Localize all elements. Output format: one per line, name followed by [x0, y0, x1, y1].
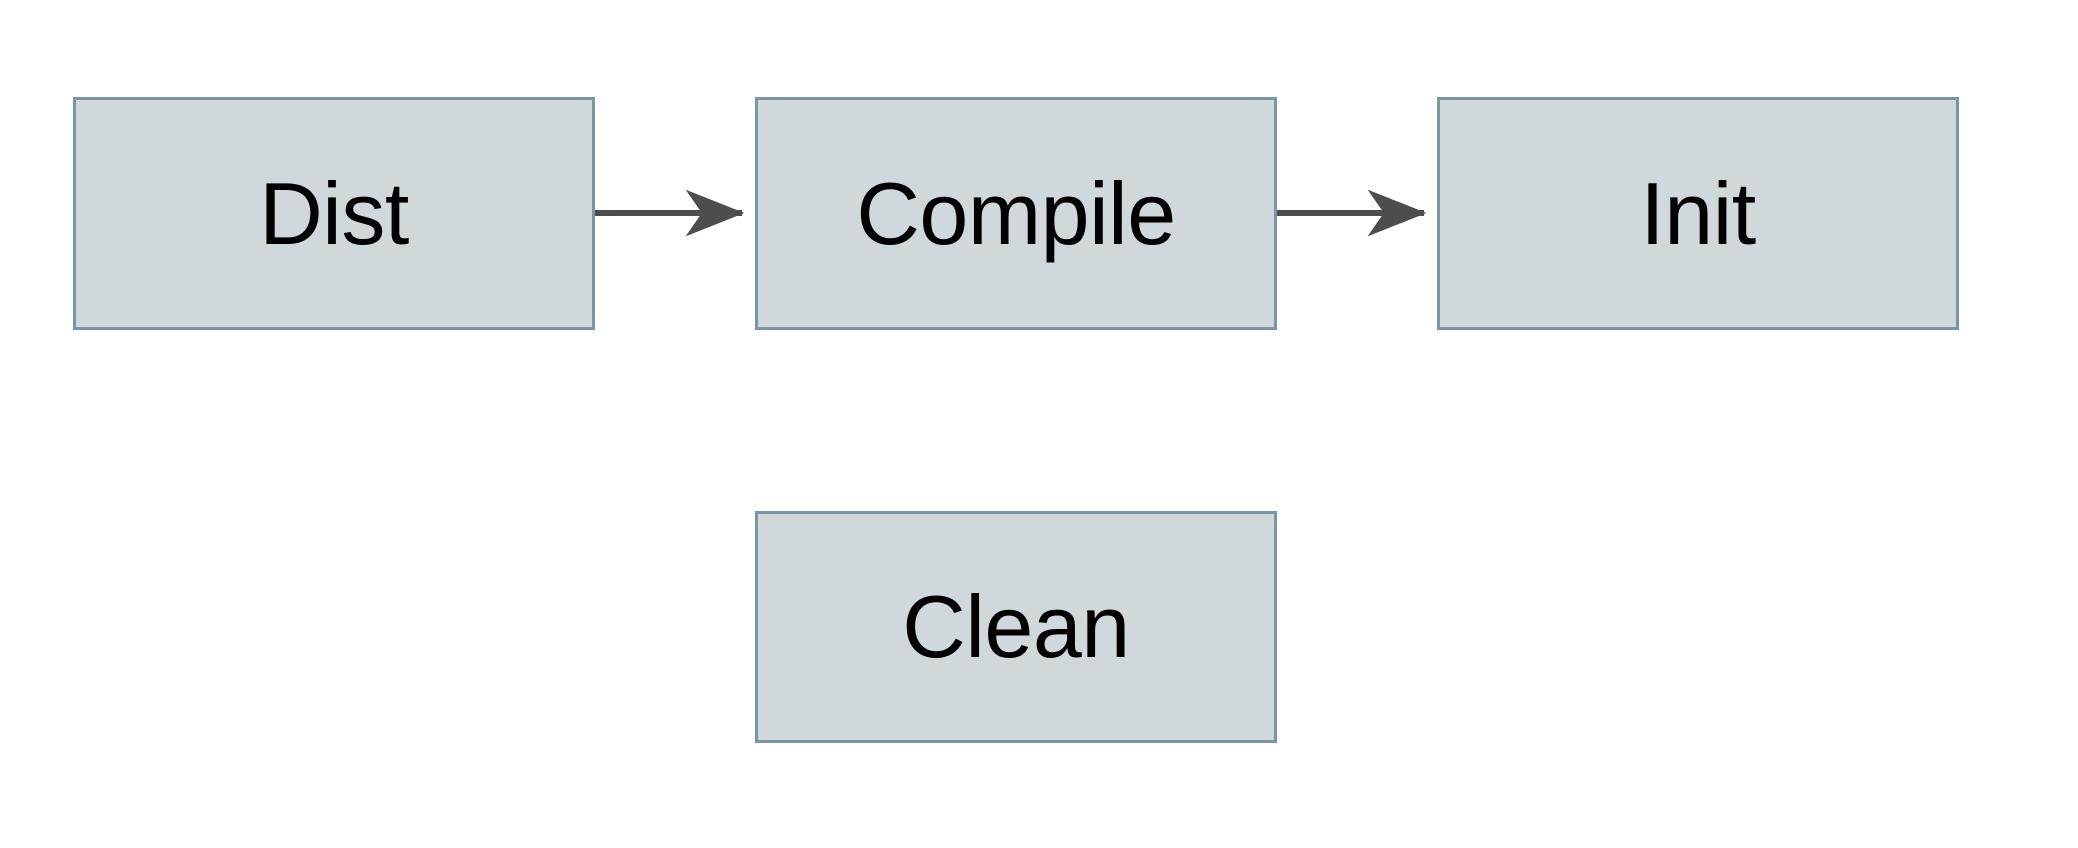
node-label-init: Init	[1640, 163, 1756, 263]
node-clean[interactable]: Clean	[755, 511, 1277, 743]
node-label-dist: Dist	[259, 163, 409, 263]
node-dist[interactable]: Dist	[73, 97, 595, 330]
node-label-compile: Compile	[856, 163, 1176, 263]
node-label-clean: Clean	[902, 577, 1130, 676]
node-init[interactable]: Init	[1437, 97, 1959, 330]
node-compile[interactable]: Compile	[755, 97, 1277, 330]
